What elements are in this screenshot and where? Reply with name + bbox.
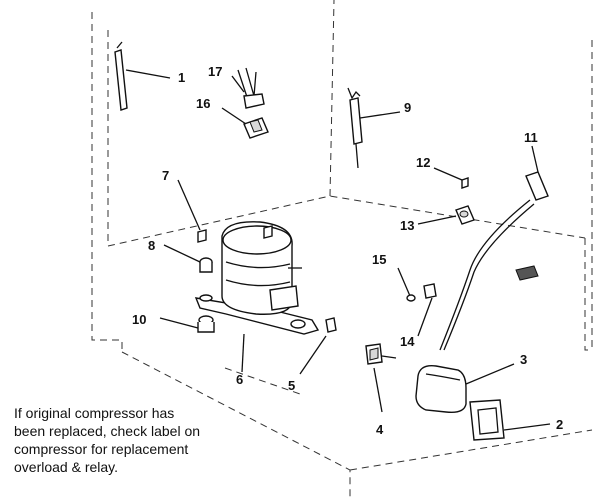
callout-17: 17 <box>208 64 222 79</box>
callout-9: 9 <box>404 100 411 115</box>
callout-3: 3 <box>520 352 527 367</box>
callout-6: 6 <box>236 372 243 387</box>
note-line-4: overload & relay. <box>14 459 119 475</box>
note-line-1: If original compressor has <box>14 405 175 421</box>
part-4-relay <box>365 343 397 413</box>
callout-13: 13 <box>400 218 414 233</box>
part-7-screw <box>177 179 207 243</box>
part-14-clip <box>417 283 437 337</box>
callout-4: 4 <box>376 422 384 437</box>
part-13-clamp <box>417 205 475 225</box>
part-11-cord <box>439 145 549 351</box>
callout-10: 10 <box>132 312 146 327</box>
replacement-note: If original compressor has been replaced… <box>14 404 254 476</box>
part-12-screw <box>433 167 469 189</box>
callout-7: 7 <box>162 168 169 183</box>
part-16-bracket <box>221 107 269 139</box>
callout-12: 12 <box>416 155 430 170</box>
note-line-3: compressor for replacement <box>14 441 189 457</box>
part-2-bracket <box>469 399 551 441</box>
part-5-clip <box>299 317 337 375</box>
cabinet-outline <box>91 0 593 500</box>
part-9-thermostat <box>347 87 401 169</box>
note-line-2: been replaced, check label on <box>14 423 201 439</box>
callout-11: 11 <box>524 130 538 145</box>
callout-16: 16 <box>196 96 210 111</box>
callout-5: 5 <box>288 378 295 393</box>
spare-plug <box>515 265 539 281</box>
callout-8: 8 <box>148 238 155 253</box>
callout-15: 15 <box>372 252 386 267</box>
part-8-grommet <box>163 244 213 273</box>
part-10-grommet <box>159 315 215 333</box>
part-17-clip <box>231 67 265 109</box>
callout-14: 14 <box>400 334 415 349</box>
part-1-tube <box>114 41 171 111</box>
part-15-screw <box>397 267 416 302</box>
callout-1: 1 <box>178 70 185 85</box>
callout-2: 2 <box>556 417 563 432</box>
compressor <box>194 221 320 373</box>
part-3-overload <box>415 363 515 414</box>
